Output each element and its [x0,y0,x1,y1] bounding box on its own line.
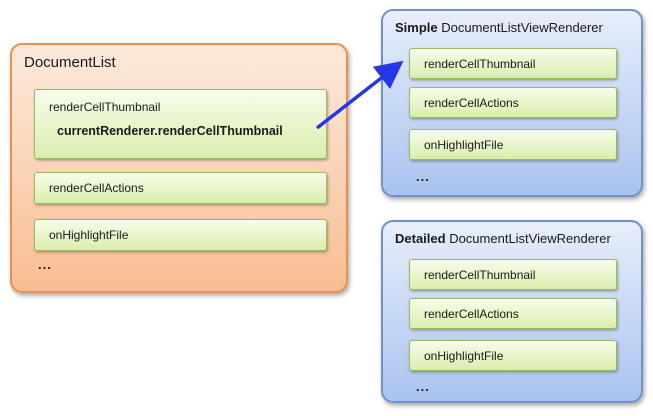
ellipsis-more-methods: ... [38,257,52,272]
method-label: renderCellThumbnail [424,56,536,71]
method-onhighlightfile-box: onHighlightFile [409,340,617,371]
detailed-renderer-box: Detailed DocumentListViewRenderer render… [381,220,643,403]
ellipsis-more-methods: ... [416,379,430,394]
method-onhighlightfile-box: onHighlightFile [34,219,327,251]
method-label: onHighlightFile [424,137,504,152]
title-bold: Detailed [395,231,446,246]
method-rendercellactions-box: renderCellActions [409,87,617,118]
documentlist-title: DocumentList [24,54,116,71]
title-rest: DocumentListViewRenderer [445,231,611,246]
method-rendercellactions-box: renderCellActions [409,298,617,329]
documentlist-box: DocumentList renderCellThumbnail current… [10,43,348,293]
method-rendercellthumbnail-box: renderCellThumbnail [409,48,617,79]
method-rendercellactions-box: renderCellActions [34,172,327,204]
method-label: renderCellActions [424,95,519,110]
ellipsis-more-methods: ... [416,169,430,184]
simple-renderer-box: Simple DocumentListViewRenderer renderCe… [381,9,643,197]
method-label: onHighlightFile [49,228,129,242]
method-label: renderCellActions [424,306,519,321]
method-label: renderCellActions [49,181,144,195]
method-label: renderCellThumbnail [49,100,161,114]
title-rest: DocumentListViewRenderer [437,20,603,35]
method-rendercellthumbnail-box: renderCellThumbnail [409,259,617,290]
method-onhighlightfile-box: onHighlightFile [409,129,617,160]
detailed-renderer-title: Detailed DocumentListViewRenderer [395,231,611,246]
method-label: renderCellThumbnail [424,267,536,282]
method-label: onHighlightFile [424,348,504,363]
title-bold: Simple [395,20,438,35]
simple-renderer-title: Simple DocumentListViewRenderer [395,20,603,35]
method-rendercellthumbnail-box: renderCellThumbnail currentRenderer.rend… [34,89,327,159]
method-body-currentrenderer: currentRenderer.renderCellThumbnail [57,124,283,138]
